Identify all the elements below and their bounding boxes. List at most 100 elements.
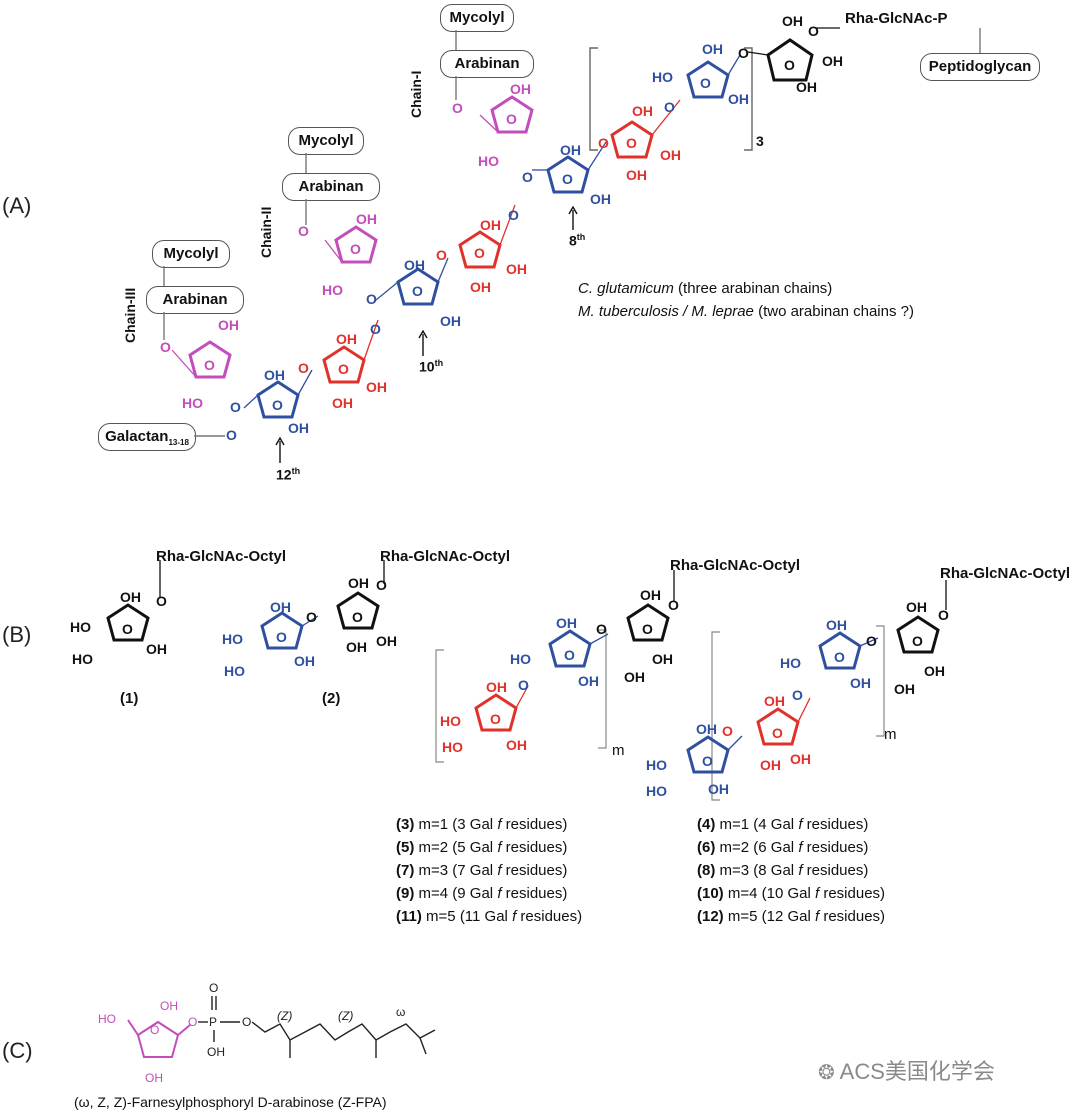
compound-row: (3) m=1 (3 Gal f residues) xyxy=(396,816,568,833)
svg-text:HO: HO xyxy=(646,783,667,799)
chain1-mycolyl-box: Mycolyl xyxy=(440,4,514,32)
svg-text:OH: OH xyxy=(624,669,645,685)
svg-text:O: O xyxy=(562,171,573,187)
c-z2: (Z) xyxy=(338,1009,353,1023)
compound-row: (8) m=3 (8 Gal f residues) xyxy=(697,862,869,879)
svg-text:O: O xyxy=(370,321,381,337)
svg-text:OH: OH xyxy=(332,395,353,411)
svg-text:OH: OH xyxy=(146,641,167,657)
svg-text:OH: OH xyxy=(826,617,847,633)
svg-text:O: O xyxy=(204,357,215,373)
octyl-label-1: Rha-GlcNAc-Octyl xyxy=(156,548,287,565)
position-10th: 10th xyxy=(419,358,444,375)
svg-text:HO: HO xyxy=(222,631,243,647)
svg-text:OH: OH xyxy=(560,142,581,158)
compound-row: (11) m=5 (11 Gal f residues) xyxy=(396,908,583,925)
svg-text:OH: OH xyxy=(760,757,781,773)
svg-text:OH: OH xyxy=(924,663,945,679)
chain2-mycolyl-box: Mycolyl xyxy=(288,127,364,155)
chain3-mycolyl-box: Mycolyl xyxy=(152,240,230,268)
galactan-box: Galactan13-18 xyxy=(98,423,196,451)
svg-text:OH: OH xyxy=(590,191,611,207)
svg-text:OH: OH xyxy=(270,599,291,615)
svg-text:OH: OH xyxy=(356,211,377,227)
wechat-icon: ❂ xyxy=(818,1062,835,1084)
svg-text:HO: HO xyxy=(182,395,203,411)
svg-text:OH: OH xyxy=(366,379,387,395)
svg-text:O: O xyxy=(626,135,637,151)
svg-text:OH: OH xyxy=(480,217,501,233)
c-oh-bottom: OH xyxy=(145,1071,163,1085)
svg-text:O: O xyxy=(912,633,923,649)
octyl-label-2: Rha-GlcNAc-Octyl xyxy=(380,548,511,565)
galactan-subscript: 13-18 xyxy=(168,438,189,447)
svg-text:O: O xyxy=(122,621,133,637)
svg-text:OH: OH xyxy=(850,675,871,691)
svg-text:O: O xyxy=(738,45,749,61)
chain3-arabinan-box: Arabinan xyxy=(146,286,244,314)
svg-text:HO: HO xyxy=(478,153,499,169)
svg-text:OH: OH xyxy=(288,420,309,436)
svg-text:O: O xyxy=(226,427,237,443)
svg-text:OH: OH xyxy=(264,367,285,383)
svg-text:O: O xyxy=(866,633,877,649)
svg-text:O: O xyxy=(596,621,607,637)
repeat-m-right: m xyxy=(884,726,897,743)
svg-text:O: O xyxy=(518,677,529,693)
c-z1: (Z) xyxy=(277,1009,292,1023)
svg-text:O: O xyxy=(156,593,167,609)
svg-text:O: O xyxy=(436,247,447,263)
svg-text:OH: OH xyxy=(376,633,397,649)
svg-text:O: O xyxy=(298,360,309,376)
svg-text:O: O xyxy=(506,111,517,127)
svg-text:OH: OH xyxy=(506,737,527,753)
compound-row: (7) m=3 (7 Gal f residues) xyxy=(396,862,568,879)
svg-text:O: O xyxy=(298,223,309,239)
svg-text:OH: OH xyxy=(486,679,507,695)
svg-text:O: O xyxy=(272,397,283,413)
svg-text:O: O xyxy=(350,241,361,257)
svg-text:O: O xyxy=(834,649,845,665)
svg-text:O: O xyxy=(230,399,241,415)
svg-text:O: O xyxy=(366,291,377,307)
svg-text:OH: OH xyxy=(790,751,811,767)
panel-label-b: (B) xyxy=(2,622,32,647)
svg-text:OH: OH xyxy=(906,599,927,615)
compound-row: (6) m=2 (6 Gal f residues) xyxy=(697,839,869,856)
svg-text:O: O xyxy=(276,629,287,645)
svg-text:OH: OH xyxy=(696,721,717,737)
position-8th: 8th xyxy=(569,232,586,249)
c-o-double: O xyxy=(209,981,218,995)
svg-text:O: O xyxy=(700,75,711,91)
svg-text:O: O xyxy=(160,339,171,355)
z-fpa-caption: (ω, Z, Z)-Farnesylphosphoryl D-arabinose… xyxy=(74,1094,387,1110)
c-oh-p: OH xyxy=(207,1045,225,1059)
svg-text:OH: OH xyxy=(346,639,367,655)
svg-text:OH: OH xyxy=(822,53,843,69)
svg-text:O: O xyxy=(664,99,675,115)
svg-text:O: O xyxy=(702,753,713,769)
svg-text:OH: OH xyxy=(632,103,653,119)
svg-text:OH: OH xyxy=(440,313,461,329)
compound-row: (5) m=2 (5 Gal f residues) xyxy=(396,839,568,856)
octyl-label-3: Rha-GlcNAc-Octyl xyxy=(670,557,801,574)
svg-text:O: O xyxy=(722,723,733,739)
svg-text:O: O xyxy=(490,711,501,727)
compound-row: (12) m=5 (12 Gal f residues) xyxy=(697,908,886,925)
c-oh-top: OH xyxy=(160,999,178,1013)
panel-a-structure: OH O O O OH OH OH O HO OH O OH O O OH OH… xyxy=(160,13,981,463)
svg-text:HO: HO xyxy=(224,663,245,679)
svg-text:HO: HO xyxy=(652,69,673,85)
svg-text:O: O xyxy=(352,609,363,625)
chain1-arabinan-box: Arabinan xyxy=(440,50,534,78)
svg-text:O: O xyxy=(564,647,575,663)
c-phosphorus: P xyxy=(209,1015,217,1029)
svg-text:O: O xyxy=(598,135,609,151)
svg-text:O: O xyxy=(376,577,387,593)
svg-text:OH: OH xyxy=(506,261,527,277)
svg-text:OH: OH xyxy=(218,317,239,333)
c-o-ester: O xyxy=(242,1015,251,1029)
svg-text:OH: OH xyxy=(470,279,491,295)
svg-text:OH: OH xyxy=(556,615,577,631)
svg-text:O: O xyxy=(474,245,485,261)
